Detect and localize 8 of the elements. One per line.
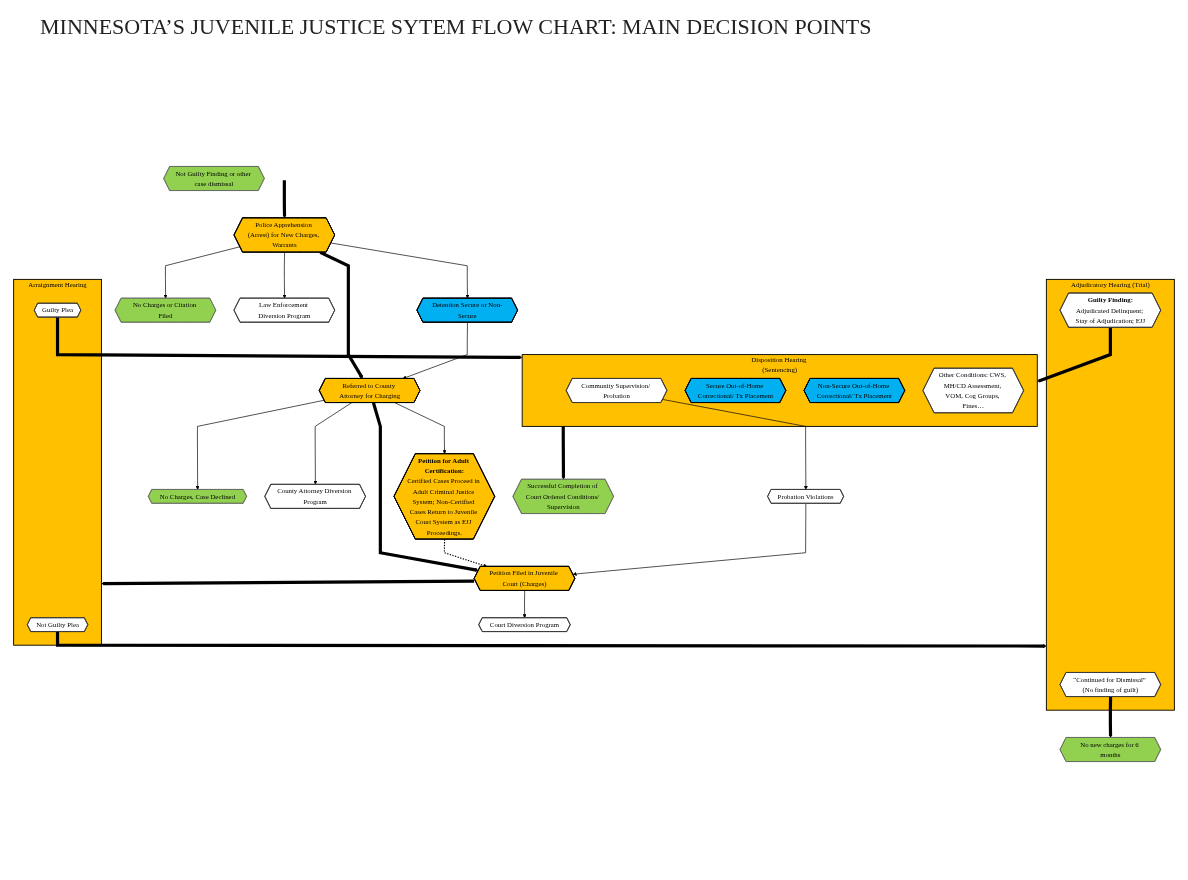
arrow: [1037, 327, 1112, 383]
arrow: [1108, 696, 1113, 738]
arrow: [561, 426, 566, 480]
diagram-title: MINNESOTA’S JUVENILE JUSTICE SYTEM FLOW CHART: MAIN DECISION POINTS: [40, 14, 872, 40]
arrow: [282, 180, 287, 219]
arrow: [101, 579, 475, 586]
arrow: [55, 631, 1047, 649]
arrow: [55, 317, 523, 360]
